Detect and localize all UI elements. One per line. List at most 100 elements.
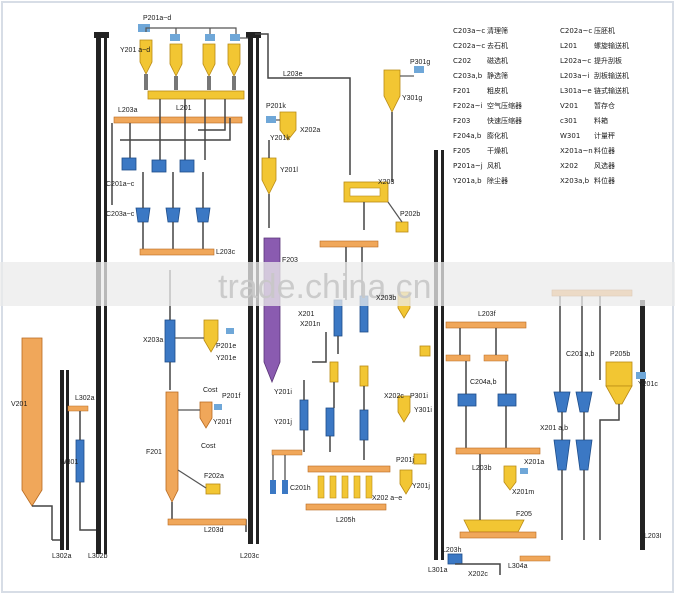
equipment-labels: P201a~d Y201 a~d L203a L201 L203e C201a~… — [11, 15, 662, 578]
label-x201: X201 — [298, 311, 314, 318]
label-p201f: P201f — [222, 393, 240, 400]
small-feeders-bottom — [270, 455, 288, 494]
label-l302b: L302b — [88, 553, 108, 560]
conveyor-l203c-upper — [139, 248, 215, 256]
legend-desc: 磁选机 — [487, 56, 508, 65]
legend-code: L203a~i — [560, 72, 589, 80]
label-cost-1: Cost — [203, 387, 217, 394]
label-l203i: L203I — [644, 533, 662, 540]
cyclone-y201k — [266, 111, 297, 141]
label-cost-2: Cost — [201, 443, 215, 450]
label-l203h: L203h — [442, 547, 462, 554]
legend-desc: 计量秤 — [594, 131, 615, 140]
conveyor-l201 — [147, 90, 245, 100]
label-y201k: Y201k — [270, 135, 290, 142]
cyclone-y201f — [178, 401, 222, 429]
pellet-presses-x202 — [305, 475, 387, 511]
label-f205: F205 — [516, 511, 532, 518]
label-w301: W301 — [60, 459, 78, 466]
conveyor-mid-orange — [319, 240, 379, 248]
label-c201h: C201h — [290, 485, 311, 492]
legend-code: P201a~j — [453, 162, 483, 170]
elevator-right-pair — [434, 150, 444, 560]
label-l301a: L301a — [428, 567, 448, 574]
silos-c201ab — [553, 296, 601, 540]
legend-code: F202a~i — [453, 102, 483, 110]
conveyor-l304a — [519, 555, 551, 562]
label-x203a: X203a — [143, 337, 163, 344]
legend-desc: 除尘器 — [487, 176, 508, 185]
legend-code: F204a,b — [453, 132, 482, 140]
label-x201m: X201m — [512, 489, 534, 496]
cyclone-y301g — [383, 66, 424, 130]
label-l205h: L205h — [336, 517, 356, 524]
fan-x202c — [447, 553, 501, 575]
legend-desc: 提升刮板 — [594, 56, 622, 65]
watermark-band — [0, 262, 675, 306]
label-y201e: Y201e — [216, 355, 236, 362]
legend-desc: 暂存仓 — [594, 101, 615, 110]
label-x202e: X202 a~e — [372, 495, 402, 502]
tower-f203 — [263, 237, 281, 384]
label-l203f: L203f — [478, 311, 496, 318]
legend-desc: 刮板输送机 — [594, 71, 629, 80]
label-y301g: Y301g — [402, 95, 422, 102]
cyclone-y201l — [261, 140, 277, 228]
legend-code: L202a~c — [560, 57, 591, 65]
label-y201i: Y201i — [274, 389, 292, 396]
silo-v201 — [21, 337, 53, 540]
legend-code: W301 — [560, 132, 580, 140]
label-x201ab: X201 a,b — [540, 425, 568, 432]
watermark-text: trade.china.cn — [218, 268, 432, 306]
label-f202a: F202a — [204, 473, 224, 480]
legend-desc: 风选器 — [594, 161, 615, 170]
legend-code: C202a~c — [453, 42, 485, 50]
legend-desc: 压胚机 — [594, 26, 615, 35]
conveyor-l203d — [167, 518, 247, 526]
legend-desc: 料位器 — [594, 176, 615, 185]
legend-code: X201a~n — [560, 147, 593, 155]
bins-p205b — [599, 361, 646, 540]
cyclone-y201m — [503, 465, 528, 491]
label-l201: L201 — [176, 105, 192, 112]
legend-code: F205 — [453, 147, 470, 155]
legend-code: F203 — [453, 117, 470, 125]
legend-desc: 料位器 — [594, 146, 615, 155]
label-l302a-top: L302a — [75, 395, 95, 402]
label-x202c: X202c — [384, 393, 404, 400]
label-c201ab: C201 a,b — [566, 351, 595, 358]
conveyor-l203a — [113, 116, 243, 124]
label-c201: C201a~c — [106, 181, 135, 188]
label-l203e: L203e — [283, 71, 303, 78]
label-x203: X203 — [378, 179, 394, 186]
label-x201a: X201a — [524, 459, 544, 466]
conveyor-l203f — [445, 321, 527, 329]
legend-desc: 快速压缩器 — [487, 116, 522, 125]
label-f201: F201 — [146, 449, 162, 456]
legend-desc: 链式输送机 — [594, 86, 629, 95]
label-p201: P201a~d — [143, 15, 171, 22]
label-p301g: P301g — [410, 59, 430, 66]
center-process-tree — [271, 247, 391, 473]
label-p201k: P201k — [266, 103, 286, 110]
label-c204: C204a,b — [470, 379, 497, 386]
dryer-f205 — [459, 454, 537, 539]
legend-desc: 清理筛 — [487, 26, 508, 35]
legend-desc: 去石机 — [487, 41, 508, 50]
legend: C203a~c 清理筛 C202a~c 去石机 C202 磁选机 C203a,b… — [452, 26, 629, 185]
conveyor-l203g — [455, 447, 541, 455]
cyclone-group-top — [138, 24, 248, 90]
legend-desc: 螺旋输送机 — [594, 41, 629, 50]
legend-desc: 风机 — [487, 161, 501, 170]
label-y201f: Y201f — [213, 419, 231, 426]
elevator-l302a — [60, 370, 89, 550]
label-x201n: X201n — [300, 321, 320, 328]
label-p201e: P201e — [216, 343, 236, 350]
legend-desc: 静选筛 — [487, 71, 508, 80]
label-x202c-bottom: X202c — [468, 571, 488, 578]
label-y301i: Y301i — [414, 407, 432, 414]
label-y201j-right: Y201j — [412, 483, 430, 490]
elevator-far-right — [640, 300, 645, 550]
label-p202b: P202b — [400, 211, 420, 218]
label-y201j: Y201j — [274, 419, 292, 426]
